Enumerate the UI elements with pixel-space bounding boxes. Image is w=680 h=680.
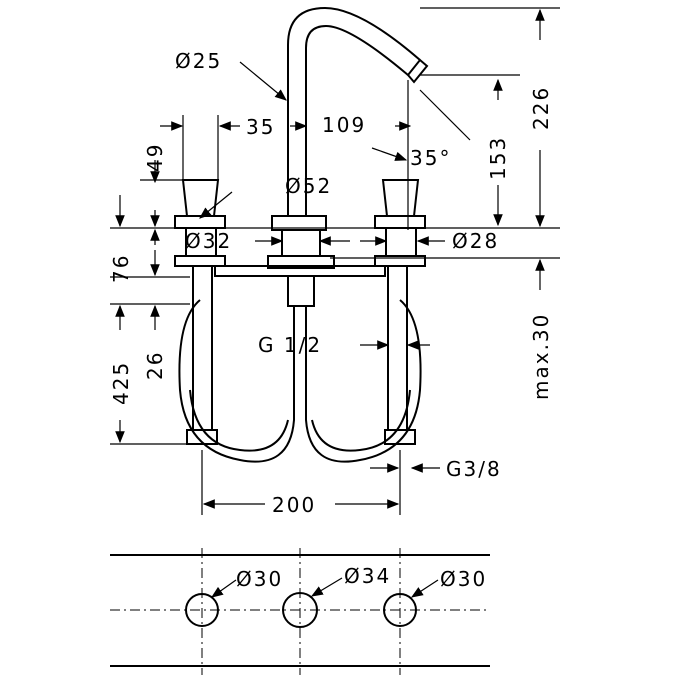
label-handle-height: 49 — [143, 143, 167, 172]
left-handle — [174, 179, 226, 267]
mounting-hole-plan — [110, 548, 490, 675]
label-base-diameter: Ø52 — [285, 174, 332, 198]
label-handle-base-diameter: Ø28 — [452, 229, 499, 253]
label-spout-connection: G 1/2 — [258, 333, 322, 357]
hole-center — [282, 592, 318, 628]
label-total-height: 226 — [529, 86, 553, 130]
dimension-lines — [110, 7, 560, 515]
label-hole-right: Ø30 — [440, 567, 487, 591]
label-center-spacing: 200 — [272, 493, 316, 517]
spout — [267, 6, 429, 269]
label-spout-angle: 35° — [410, 146, 451, 170]
label-spout-diameter: Ø25 — [175, 49, 222, 73]
label-spout-base-diameter: Ø32 — [185, 229, 232, 253]
label-connector-height: 26 — [143, 351, 167, 380]
label-valve-connection: G3/8 — [446, 457, 502, 481]
label-max-thickness: max.30 — [529, 313, 553, 400]
right-handle — [374, 179, 426, 267]
label-hose-length: 425 — [109, 361, 133, 405]
label-hole-center: Ø34 — [344, 564, 391, 588]
label-hole-left: Ø30 — [236, 567, 283, 591]
label-handle-offset: 35 — [246, 115, 275, 139]
hole-left — [185, 593, 219, 627]
label-spout-reach: 109 — [322, 113, 366, 137]
hoses — [178, 265, 422, 463]
hole-right — [383, 593, 417, 627]
label-outlet-height: 153 — [486, 136, 510, 180]
label-base-height: 76 — [109, 254, 133, 283]
